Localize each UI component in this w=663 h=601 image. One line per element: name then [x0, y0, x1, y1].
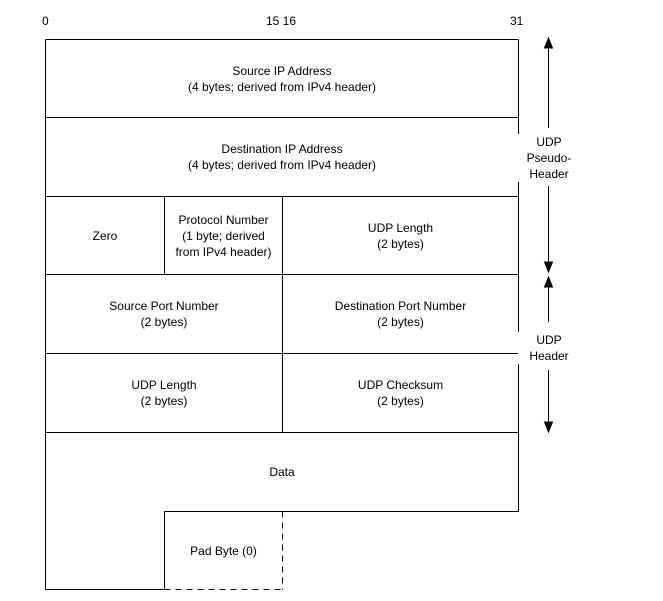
source-port-title: Source Port Number — [109, 299, 219, 313]
zero-title: Zero — [92, 228, 118, 243]
pseudo-udp-length-title: UDP Length — [367, 220, 434, 235]
destination-port-field: Destination Port Number (2 bytes) — [283, 275, 518, 353]
udp-header-label-line-1: UDP — [536, 333, 562, 347]
protocol-number-field: Protocol Number (1 byte; derived from IP… — [165, 197, 282, 274]
udp-length-title: UDP Length — [131, 378, 197, 392]
destination-ip-title: Destination IP Address — [221, 142, 343, 156]
destination-port-detail: (2 bytes) — [377, 315, 424, 329]
protocol-line-3: from IPv4 header) — [175, 244, 272, 259]
udp-length-detail: (2 bytes) — [140, 394, 188, 408]
udp-length-field: UDP Length (2 bytes) — [46, 354, 282, 432]
udp-header-label: UDP Header — [518, 332, 580, 364]
pseudo-header-label-line-2: Pseudo- — [526, 151, 572, 165]
bit-31-label: 31 — [510, 14, 524, 28]
source-port-detail: (2 bytes) — [140, 315, 188, 329]
protocol-line-2: (1 byte; derived — [182, 228, 265, 243]
bit-15-16-label: 15 16 — [266, 14, 297, 28]
data-field: Data — [46, 433, 518, 511]
udp-header-label-line-2: Header — [529, 349, 569, 363]
source-port-field: Source Port Number (2 bytes) — [46, 275, 282, 353]
source-ip-title: Source IP Address — [232, 63, 332, 78]
udp-checksum-field: UDP Checksum (2 bytes) — [283, 354, 518, 432]
bit-0-label: 0 — [42, 14, 49, 28]
udp-checksum-detail: (2 bytes) — [377, 394, 424, 408]
pseudo-udp-length-field: UDP Length (2 bytes) — [283, 197, 518, 274]
pseudo-udp-length-detail: (2 bytes) — [377, 236, 424, 251]
source-ip-field: Source IP Address (4 bytes; derived from… — [46, 40, 518, 117]
udp-checksum-title: UDP Checksum — [357, 378, 444, 392]
pad-byte-field: Pad Byte (0) — [165, 512, 282, 589]
pseudo-header-label-line-3: Header — [529, 167, 569, 181]
pseudo-header-label-line-1: UDP — [536, 135, 562, 149]
zero-field: Zero — [46, 197, 164, 274]
source-ip-detail: (4 bytes; derived from IPv4 header) — [187, 79, 377, 94]
destination-ip-field: Destination IP Address (4 bytes; derived… — [46, 118, 518, 196]
pseudo-header-label: UDP Pseudo- Header — [518, 134, 580, 182]
data-title: Data — [269, 465, 295, 479]
pad-byte-title: Pad Byte (0) — [190, 543, 257, 558]
destination-ip-detail: (4 bytes; derived from IPv4 header) — [187, 158, 377, 172]
protocol-line-1: Protocol Number — [178, 212, 269, 227]
destination-port-title: Destination Port Number — [334, 299, 467, 313]
